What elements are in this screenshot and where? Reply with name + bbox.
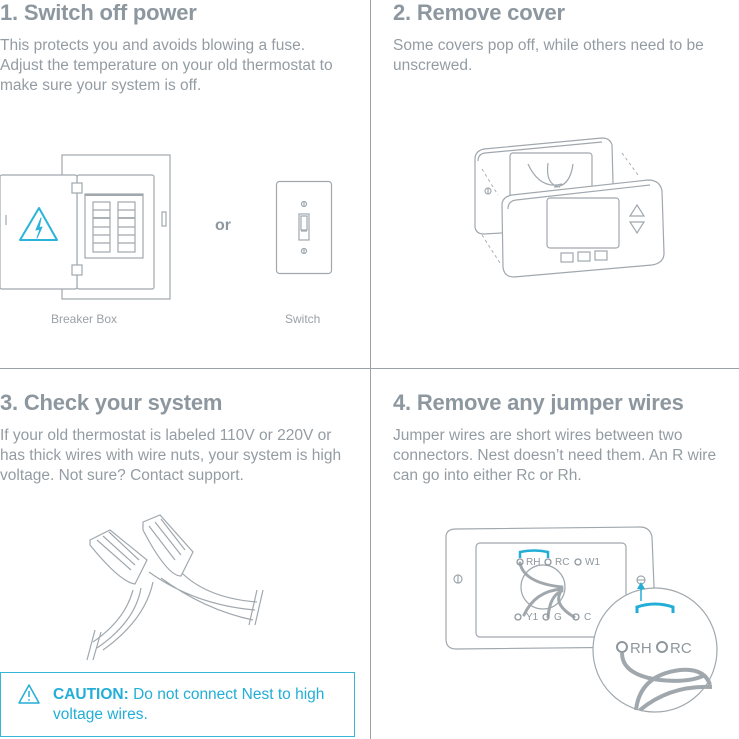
thermostat-wiring-plate-icon: RH RC W1 Y1 G C RH RC xyxy=(445,526,718,713)
light-switch-icon xyxy=(275,180,333,275)
breaker-box-icon xyxy=(0,154,171,300)
wire-nuts-icon xyxy=(86,514,264,661)
or-connector: or xyxy=(215,217,231,234)
caution-text: Do not connect Nest to high voltage wire… xyxy=(53,686,325,723)
caution-label: CAUTION: xyxy=(53,686,129,703)
terminal-c: C xyxy=(584,612,591,623)
vertical-divider xyxy=(370,0,371,739)
magnifier-circle-icon: RH RC xyxy=(592,582,718,713)
terminal-rc: RC xyxy=(555,557,569,568)
high-voltage-warning-icon xyxy=(19,207,58,241)
step-4-body: Jumper wires are short wires between two… xyxy=(393,427,717,484)
step-3-title: 3. Check your system xyxy=(0,390,223,415)
breaker-box-label: Breaker Box xyxy=(51,312,118,326)
thermostat-cover-removal-icon xyxy=(474,137,665,278)
jumper-wire-icon xyxy=(518,549,550,558)
step-3-body: If your old thermostat is labeled 110V o… xyxy=(0,427,342,484)
warning-triangle-icon xyxy=(18,684,40,704)
step-2-title: 2. Remove cover xyxy=(393,0,565,25)
step-4-title: 4. Remove any jumper wires xyxy=(393,390,684,415)
terminal-rh: RH xyxy=(526,557,540,568)
switch-label: Switch xyxy=(285,312,321,326)
step-1-title: 1. Switch off power xyxy=(0,0,197,25)
terminal-w1: W1 xyxy=(585,557,600,568)
zoom-terminal-rh: RH xyxy=(630,640,652,657)
zoom-terminal-rc: RC xyxy=(670,640,692,657)
arrow-up-icon xyxy=(637,582,645,601)
step-1-body: This protects you and avoids blowing a f… xyxy=(0,37,333,94)
caution-box: CAUTION: Do not connect Nest to high vol… xyxy=(0,672,355,737)
caution-message: CAUTION: Do not connect Nest to high vol… xyxy=(53,685,343,725)
horizontal-divider xyxy=(0,368,739,369)
terminal-y1: Y1 xyxy=(526,612,539,623)
terminal-g: G xyxy=(554,612,562,623)
step-2-body: Some covers pop off, while others need t… xyxy=(393,37,704,74)
